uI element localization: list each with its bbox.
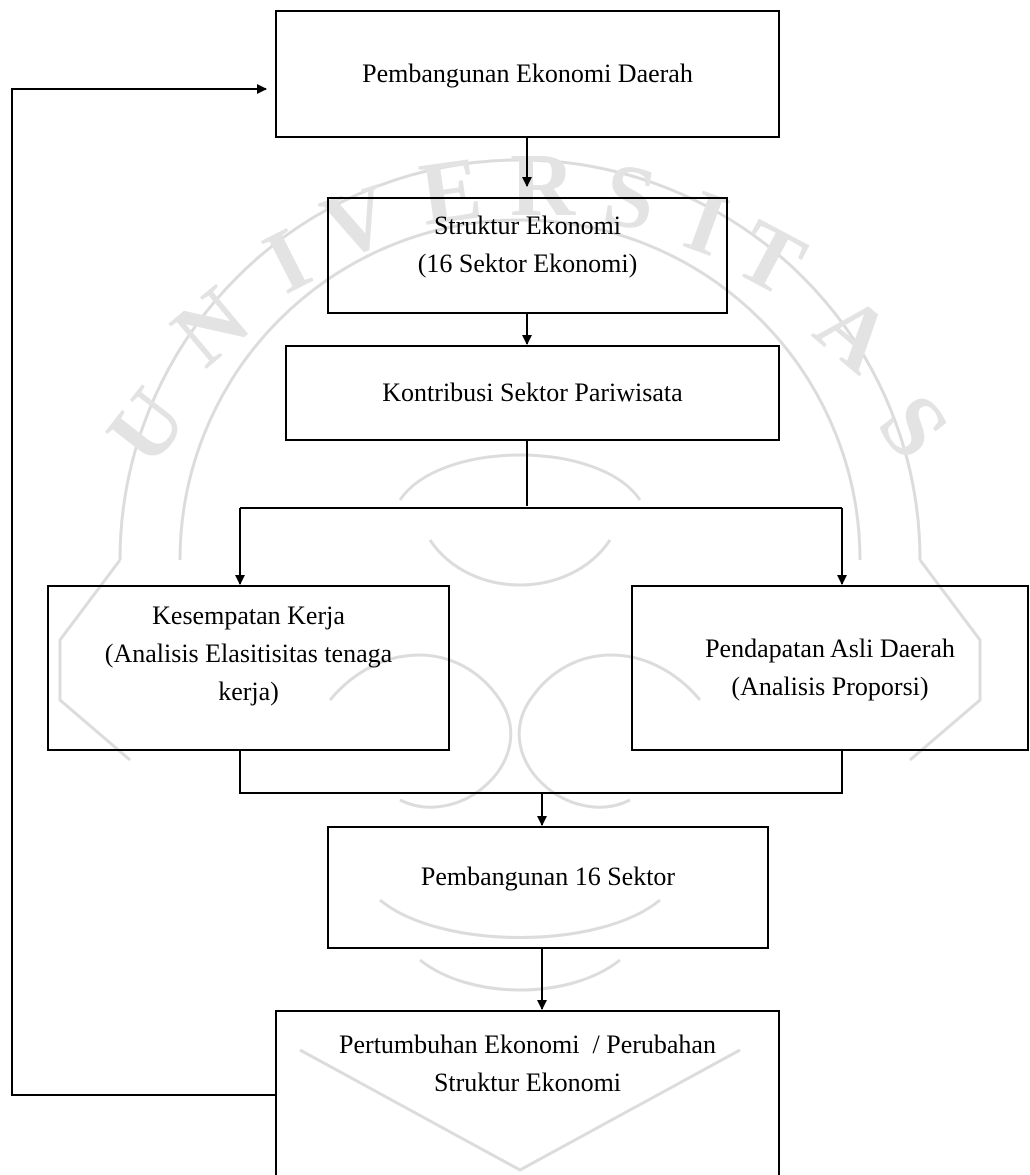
merge-line bbox=[239, 751, 843, 794]
node-struktur-ekonomi: Struktur Ekonomi (16 Sektor Ekonomi) bbox=[327, 197, 728, 314]
node-sublabel: (Analisis Elasitisitas tenaga bbox=[104, 639, 393, 668]
node-kontribusi-sektor-pariwisata: Kontribusi Sektor Pariwisata bbox=[285, 345, 780, 441]
node-label: Pertumbuhan Ekonomi / Perubahan bbox=[339, 1030, 716, 1059]
node-label: Pendapatan Asli Daerah bbox=[705, 634, 955, 663]
node-label: Kontribusi Sektor Pariwisata bbox=[382, 378, 683, 407]
node-sublabel: (16 Sektor Ekonomi) bbox=[417, 249, 638, 278]
node-label: Pembangunan Ekonomi Daerah bbox=[362, 59, 693, 88]
node-sublabel: (Analisis Proporsi) bbox=[731, 672, 929, 701]
feedback-loop-arrow bbox=[11, 84, 275, 1096]
node-pembangunan-ekonomi-daerah: Pembangunan Ekonomi Daerah bbox=[275, 10, 780, 138]
node-label: Struktur Ekonomi bbox=[433, 211, 622, 240]
node-pendapatan-asli-daerah: Pendapatan Asli Daerah (Analisis Propors… bbox=[631, 585, 1029, 751]
node-label: Pembangunan 16 Sektor bbox=[420, 862, 676, 891]
node-label: Kesempatan Kerja bbox=[152, 601, 345, 630]
node-sublabel: Struktur Ekonomi bbox=[433, 1068, 622, 1097]
node-sublabel-continued: kerja) bbox=[218, 677, 279, 706]
node-pertumbuhan-ekonomi: Pertumbuhan Ekonomi / Perubahan Struktur… bbox=[275, 1010, 780, 1175]
node-pembangunan-16-sektor: Pembangunan 16 Sektor bbox=[327, 826, 769, 949]
node-kesempatan-kerja: Kesempatan Kerja (Analisis Elasitisitas … bbox=[47, 585, 450, 751]
